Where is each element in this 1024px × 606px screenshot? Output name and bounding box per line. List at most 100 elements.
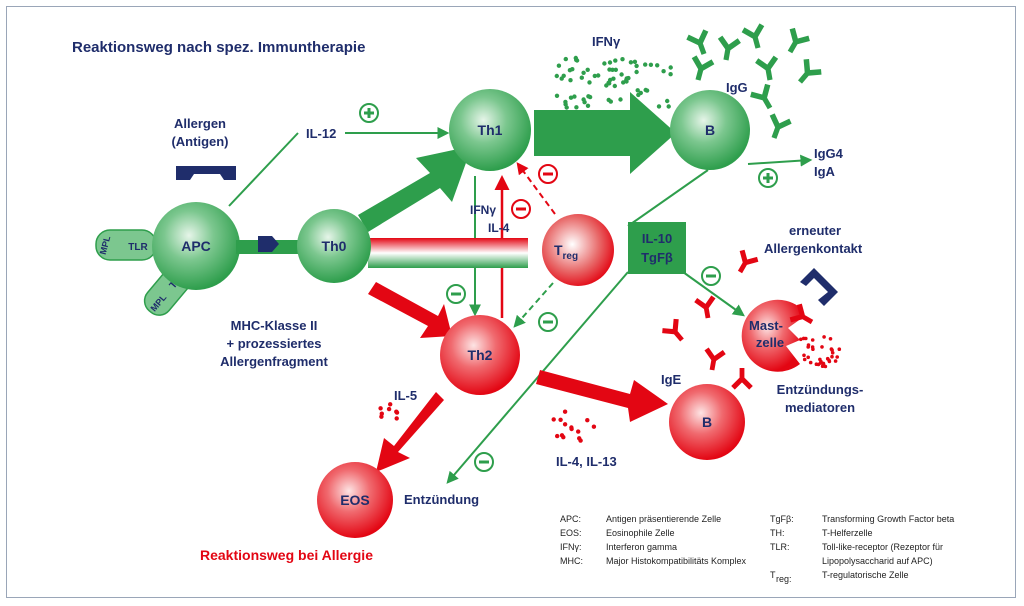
cytokine-dot xyxy=(596,73,601,78)
igg-label: IgG xyxy=(726,80,748,95)
mhc-label-1: MHC-Klasse II xyxy=(231,318,318,333)
cytokine-dot xyxy=(551,417,556,422)
cytokine-dot xyxy=(827,359,832,364)
il4-label: IL-4 xyxy=(488,221,510,235)
antibody-icon xyxy=(694,295,716,319)
apc-label: APC xyxy=(181,238,211,254)
cytokine-dot xyxy=(572,94,577,99)
apc-to-il12-line xyxy=(228,132,299,207)
antibody-icon xyxy=(789,303,814,325)
cytokine-dot xyxy=(554,93,560,99)
mediators-label-2: mediatoren xyxy=(785,400,855,415)
cytokine-dot xyxy=(820,345,824,349)
legend-text: Lipopolysaccharid auf APC) xyxy=(822,556,933,566)
legend-text: Eosinophile Zelle xyxy=(606,528,675,538)
cytokine-dot xyxy=(581,97,586,102)
mediators-label-1: Entzündungs- xyxy=(777,382,864,397)
cytokine-dot xyxy=(661,69,666,74)
antibody-icon xyxy=(769,113,792,139)
diagram-frame xyxy=(6,6,1016,598)
cytokine-dot xyxy=(835,355,839,359)
diagram-title: Reaktionsweg nach spez. Immuntherapie xyxy=(72,39,365,56)
allergen-bracket-icon xyxy=(176,166,236,180)
allergy-pathway-title: Reaktionsweg bei Allergie xyxy=(200,547,373,563)
cytokine-dot xyxy=(802,357,807,362)
cytokine-dot xyxy=(801,336,806,341)
il10-tgfb-box xyxy=(628,222,686,274)
cytokine-dot xyxy=(602,61,607,66)
cytokine-dot xyxy=(818,357,822,362)
cytokine-dot xyxy=(585,67,590,73)
cytokine-dot xyxy=(806,355,810,360)
legend-abbr: TLR: xyxy=(770,542,790,552)
cytokine-dot xyxy=(554,73,559,79)
ige-antibodies xyxy=(662,249,814,390)
antibody-icon xyxy=(686,29,709,55)
cytokine-dot xyxy=(612,83,617,89)
il5-red-dots xyxy=(378,402,400,421)
cytokine-dot xyxy=(837,347,842,352)
reexposure-label-1: erneuter xyxy=(789,223,841,238)
cytokine-dot xyxy=(608,99,613,104)
eos-cell xyxy=(317,462,393,538)
legend-abbr: EOS: xyxy=(560,528,582,538)
cytokine-dot xyxy=(799,337,803,342)
cytokine-dot xyxy=(656,104,662,109)
il10-label: IL-10 xyxy=(642,231,672,246)
ifng-top-label: IFNγ xyxy=(592,34,621,49)
plus-sign-icon xyxy=(758,168,778,188)
cytokine-dot xyxy=(665,98,670,104)
cytokine-dot xyxy=(388,402,393,407)
antibody-icon xyxy=(755,55,779,81)
cytokine-dot xyxy=(634,63,639,69)
allergen-label: Allergen xyxy=(174,116,226,131)
legend-abbr: MHC: xyxy=(560,556,583,566)
treg-to-th1-arrow xyxy=(516,162,556,215)
treg-cell xyxy=(542,214,614,286)
legend-left: APC:Antigen präsentierende ZelleEOS:Eosi… xyxy=(560,514,747,566)
cytokine-dot xyxy=(613,58,618,63)
reexposure-allergen-icon xyxy=(800,268,838,306)
cytokine-dot xyxy=(621,80,626,85)
cytokine-dot xyxy=(586,94,591,99)
th1-to-b-big-arrow xyxy=(534,92,676,174)
cytokine-dot xyxy=(562,409,568,414)
mast-cell-label-1: Mast- xyxy=(749,318,783,333)
legend-abbr: TH: xyxy=(770,528,785,538)
cytokine-dot xyxy=(830,354,834,359)
cytokine-dot xyxy=(810,345,815,349)
igg-antibodies xyxy=(686,23,822,139)
cytokine-dot xyxy=(830,351,835,355)
antibody-icon xyxy=(787,27,810,54)
cytokine-dot xyxy=(648,62,654,67)
mhc-label-3: Allergenfragment xyxy=(220,354,328,369)
cytokine-dot xyxy=(802,353,806,358)
cytokine-dot xyxy=(816,362,821,367)
plus-sign-icon xyxy=(359,103,379,123)
apc-cell xyxy=(152,202,240,290)
cytokine-dot xyxy=(643,87,648,93)
minus-sign-icon xyxy=(701,266,721,286)
antibody-icon xyxy=(704,347,726,371)
cytokine-dot xyxy=(655,63,660,68)
b-to-igg4-arrow xyxy=(747,154,813,167)
th0-to-th2-arrow xyxy=(368,282,452,338)
b-cell-green xyxy=(670,90,750,170)
cytokine-dot xyxy=(592,73,597,79)
cytokine-dot xyxy=(634,69,639,75)
inflammation-label: Entzündung xyxy=(404,492,479,507)
ifng-mid-label: IFNγ xyxy=(470,203,496,217)
legend-text: T-Helferzelle xyxy=(822,528,873,538)
legend-text: Interferon gamma xyxy=(606,542,677,552)
antibody-icon xyxy=(691,55,715,81)
cytokine-dot xyxy=(607,77,613,83)
b-cell-green-label: B xyxy=(705,122,715,138)
th1-label: Th1 xyxy=(478,122,503,138)
cytokine-dot xyxy=(581,70,586,76)
antibody-icon xyxy=(662,318,684,342)
cytokine-dot xyxy=(576,429,581,434)
cytokine-dot xyxy=(555,433,560,439)
svg-text:TLR: TLR xyxy=(128,242,148,253)
cytokine-dot xyxy=(607,60,613,65)
tgfb-label: TgFβ xyxy=(641,250,673,265)
